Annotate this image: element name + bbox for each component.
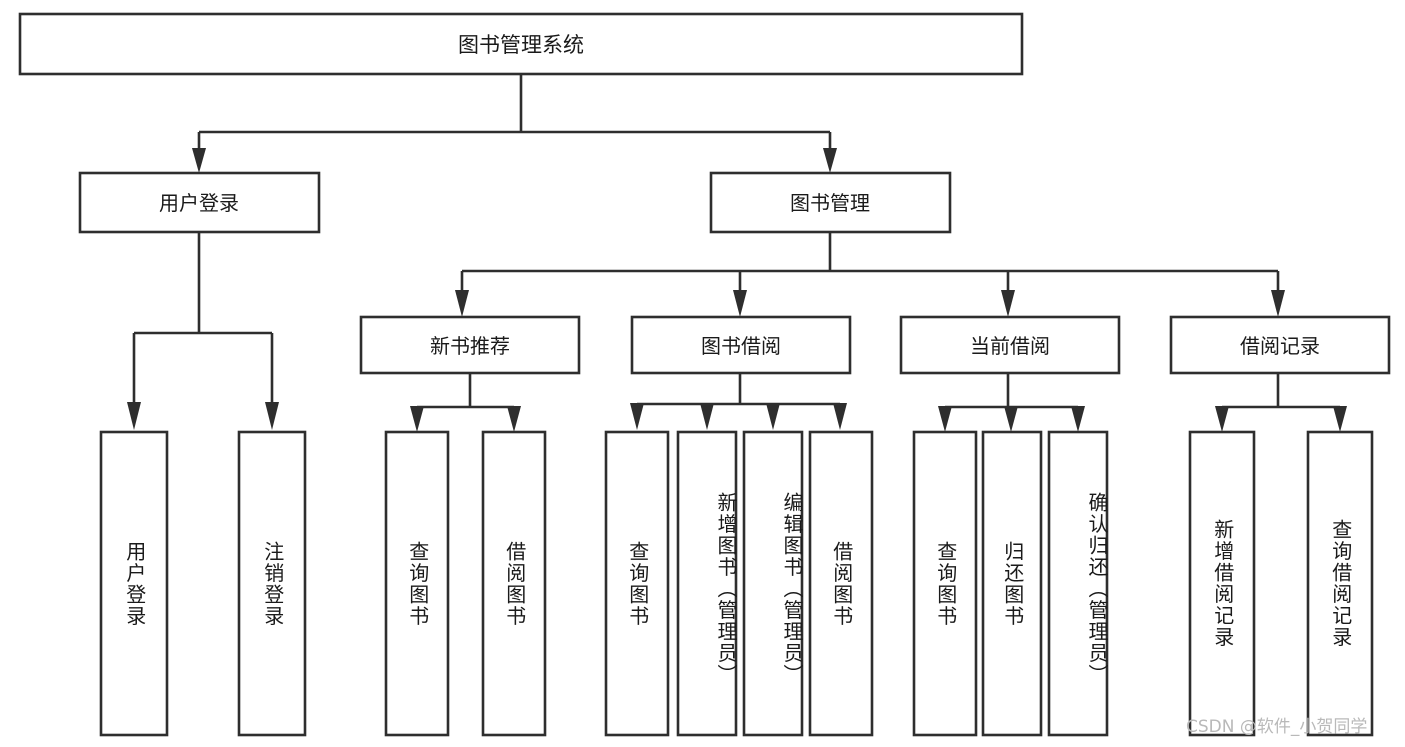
label-leaf-add-book: 新增图书（管理员）: [714, 491, 738, 686]
label-book-management: 图书管理: [790, 191, 870, 215]
label-leaf-confirm-return: 确认归还（管理员）: [1085, 491, 1109, 686]
node-book-borrow[interactable]: [630, 315, 852, 375]
label-current-borrow: 当前借阅: [970, 334, 1050, 358]
label-borrow-record: 借阅记录: [1240, 334, 1320, 358]
arrow-head-book-borrow: [733, 290, 747, 317]
label-leaf-add-record: 新增借阅记录: [1210, 519, 1235, 648]
label-leaf-query-book-3: 查询图书: [933, 540, 958, 627]
label-leaf-edit-book: 编辑图书（管理员）: [780, 491, 804, 686]
node-leaf-add-book[interactable]: [676, 430, 738, 737]
label-leaf-logout: 注销登录: [260, 540, 285, 627]
node-book-management[interactable]: [709, 171, 952, 234]
arrow-head-leaf-borrow-book-1: [507, 406, 521, 432]
arrow-head-leaf-logout: [265, 402, 279, 430]
arrow-head-leaf-edit-book: [766, 403, 780, 430]
arrow-head-current-borrow: [1001, 290, 1015, 317]
node-borrow-record[interactable]: [1169, 315, 1391, 375]
arrow-head-book-management: [823, 148, 837, 173]
node-leaf-query-record[interactable]: [1306, 430, 1374, 737]
arrow-head-user-login: [192, 148, 206, 173]
node-leaf-edit-book[interactable]: [742, 430, 804, 737]
label-leaf-borrow-book-1: 借阅图书: [502, 540, 527, 627]
node-leaf-user-login[interactable]: [99, 430, 169, 737]
label-leaf-query-record: 查询借阅记录: [1328, 519, 1353, 648]
label-new-book-recommend: 新书推荐: [430, 334, 510, 358]
arrow-head-leaf-user-login: [127, 402, 141, 430]
label-leaf-user-login: 用户登录: [122, 540, 147, 627]
node-leaf-query-book-1[interactable]: [384, 430, 450, 737]
node-current-borrow[interactable]: [899, 315, 1121, 375]
arrow-head-new-book-recommend: [455, 290, 469, 317]
label-leaf-return-book: 归还图书: [1000, 540, 1025, 627]
label-user-login: 用户登录: [159, 191, 239, 215]
label-book-borrow: 图书借阅: [701, 334, 781, 358]
node-leaf-add-record[interactable]: [1188, 430, 1256, 737]
node-user-login[interactable]: [78, 171, 321, 234]
label-leaf-borrow-book-2: 借阅图书: [829, 540, 854, 627]
node-root[interactable]: [18, 12, 1024, 76]
arrow-head-borrow-record: [1271, 290, 1285, 317]
node-leaf-return-book[interactable]: [981, 430, 1043, 737]
arrow-head-leaf-query-book-2: [630, 403, 644, 430]
label-root: 图书管理系统: [458, 33, 584, 57]
arrow-head-leaf-query-book-3: [938, 406, 952, 432]
node-leaf-query-book-2[interactable]: [604, 430, 670, 737]
arrow-head-leaf-add-book: [700, 403, 714, 430]
arrow-head-leaf-query-book-1: [410, 406, 424, 432]
arrow-head-leaf-borrow-book-2: [833, 403, 847, 430]
connector-group: [127, 74, 1347, 432]
node-box-group: [18, 12, 1391, 737]
node-leaf-borrow-book-1[interactable]: [481, 430, 547, 737]
label-leaf-query-book-2: 查询图书: [625, 540, 650, 627]
node-leaf-logout[interactable]: [237, 430, 307, 737]
watermark-text: CSDN @软件_小贺同学: [1186, 717, 1368, 737]
arrow-head-leaf-add-record: [1215, 406, 1229, 432]
arrow-head-leaf-return-book: [1004, 406, 1018, 432]
label-leaf-query-book-1: 查询图书: [405, 540, 430, 627]
node-new-book-recommend[interactable]: [359, 315, 581, 375]
node-leaf-query-book-3[interactable]: [912, 430, 978, 737]
node-leaf-confirm-return[interactable]: [1047, 430, 1109, 737]
node-leaf-borrow-book-2[interactable]: [808, 430, 874, 737]
arrow-head-leaf-confirm-return: [1071, 406, 1085, 432]
node-label-group: 图书管理系统 用户登录 图书管理 新书推荐 图书借阅 当前借阅 借阅记录: [159, 33, 1320, 358]
arrow-head-leaf-query-record: [1333, 406, 1347, 432]
